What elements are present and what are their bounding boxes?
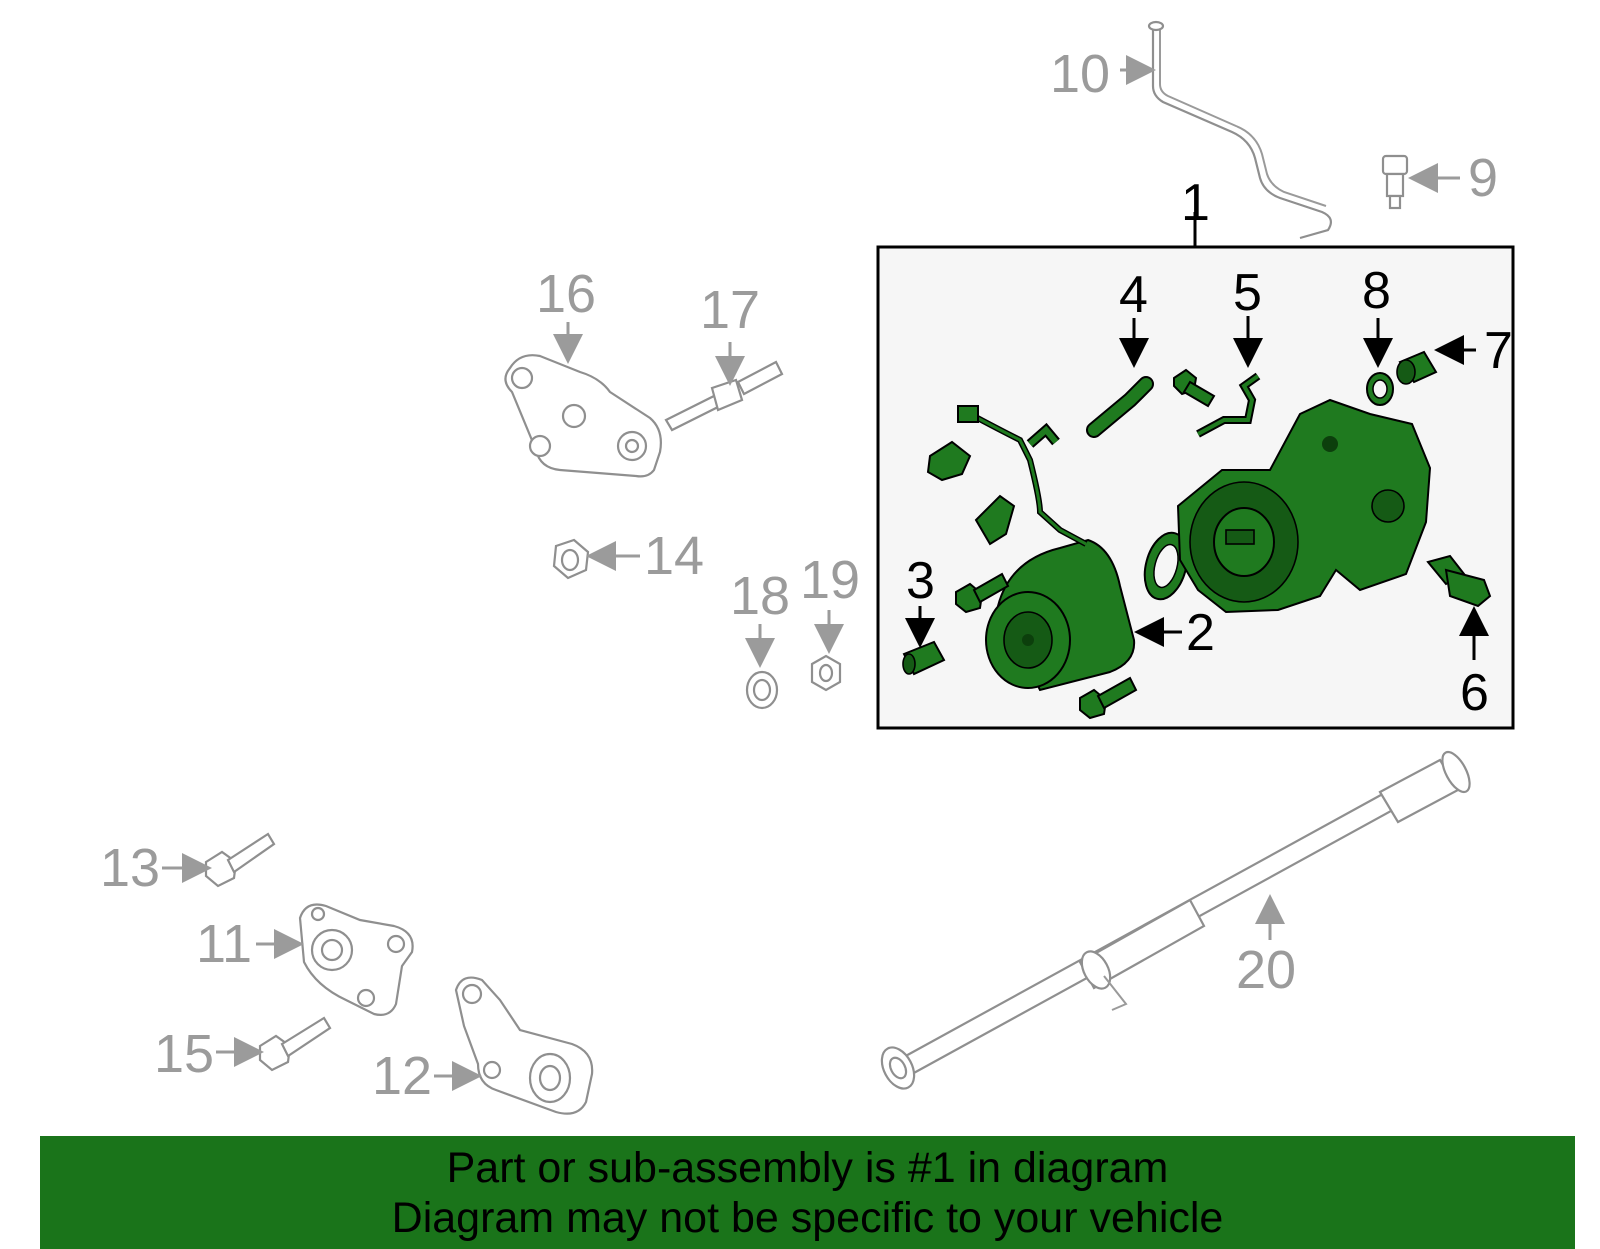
connector-part-3 <box>902 640 946 676</box>
small-pipe-green <box>1026 422 1060 448</box>
stud-bolt-part-17 <box>664 360 784 432</box>
callout-arrows <box>162 55 1489 1091</box>
vent-plug-part-9 <box>1381 154 1409 210</box>
pipe-part-5 <box>1196 372 1261 438</box>
breather-tube-part-10 <box>1147 20 1332 240</box>
callout-16: 16 <box>536 264 596 324</box>
callout-2: 2 <box>1186 604 1215 662</box>
callout-labels: 1 2 3 4 5 6 7 8 9 10 11 12 13 14 15 16 1… <box>100 44 1513 1106</box>
harness-green <box>957 405 1088 547</box>
callout-5: 5 <box>1233 264 1262 322</box>
bracket-part-16 <box>504 354 662 478</box>
callout-8: 8 <box>1362 262 1391 320</box>
bolt-top-green <box>1173 368 1216 408</box>
callout-15: 15 <box>154 1024 214 1084</box>
callout-11: 11 <box>196 914 252 974</box>
callout-4: 4 <box>1119 266 1148 324</box>
banner-line-1: Part or sub-assembly is #1 in diagram <box>446 1143 1169 1192</box>
washer-part-18 <box>745 670 779 710</box>
bolt-bottom-green <box>1079 676 1138 720</box>
banner-line-2: Diagram may not be specific to your vehi… <box>391 1193 1224 1242</box>
seal-ring-green <box>1143 531 1189 601</box>
bolt-part-13 <box>204 832 276 888</box>
callout-3: 3 <box>906 552 935 610</box>
hose-part-4 <box>1086 376 1154 438</box>
nut-part-19 <box>810 654 842 692</box>
callout-9: 9 <box>1468 148 1498 208</box>
clip-green <box>926 440 972 482</box>
bracket-clip-green <box>974 494 1016 546</box>
callout-6: 6 <box>1460 664 1489 722</box>
bolt-left-green <box>955 572 1010 614</box>
differential-housing-part-1 <box>1176 398 1432 614</box>
callout-14: 14 <box>644 526 704 586</box>
callout-10: 10 <box>1050 44 1110 104</box>
nut-part-14 <box>552 538 590 580</box>
callout-18: 18 <box>730 566 790 626</box>
motor-coupling-part-2 <box>985 538 1136 692</box>
info-banner: Part or sub-assembly is #1 in diagram Di… <box>40 1136 1575 1249</box>
mount-part-12 <box>454 976 594 1115</box>
bolt-part-15 <box>258 1016 332 1072</box>
callout-1: 1 <box>1181 174 1210 232</box>
callout-19: 19 <box>800 550 860 610</box>
callout-20: 20 <box>1236 940 1296 1000</box>
sensor-part-6 <box>1426 554 1492 608</box>
mount-part-11 <box>298 903 414 1016</box>
o-ring-part-8 <box>1366 372 1394 406</box>
callout-12: 12 <box>372 1046 432 1106</box>
callout-17: 17 <box>700 280 760 340</box>
callout-13: 13 <box>100 838 160 898</box>
plug-part-7 <box>1396 350 1438 385</box>
drive-shaft-part-20 <box>880 750 1471 1090</box>
callout-7: 7 <box>1484 322 1513 380</box>
